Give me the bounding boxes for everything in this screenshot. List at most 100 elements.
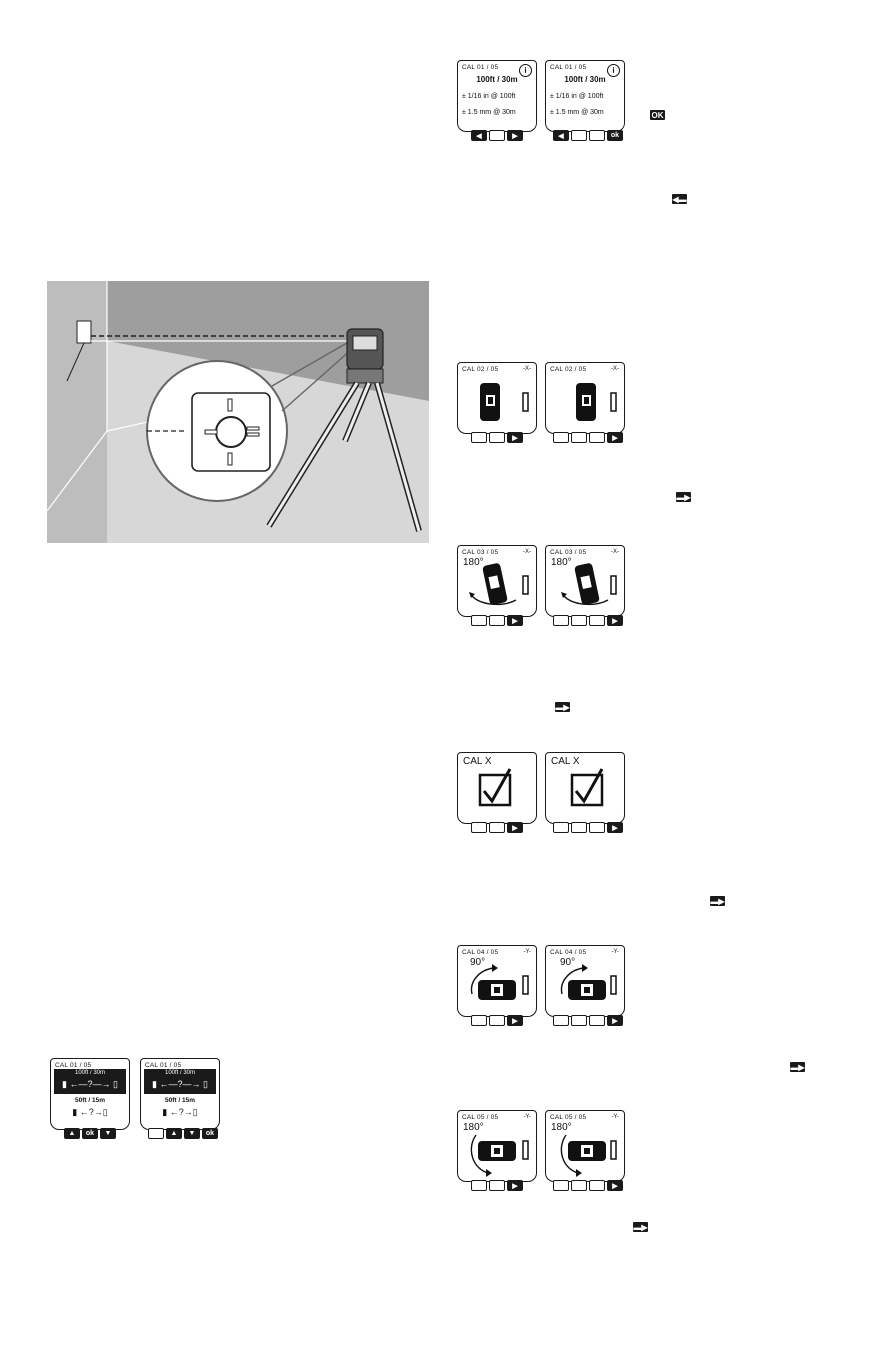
blank-button[interactable] xyxy=(589,1180,605,1191)
rotation-degrees: 180° xyxy=(551,557,572,568)
right-arrow-button[interactable]: ▶ xyxy=(507,130,523,141)
menu-button[interactable] xyxy=(553,1015,569,1026)
blank-button[interactable] xyxy=(571,1180,587,1191)
left-arrow-button[interactable]: ◀ xyxy=(553,130,569,141)
rotate-laser-icon xyxy=(470,964,529,1000)
right-arrow-button[interactable]: ▶ xyxy=(607,432,623,443)
blank-button[interactable] xyxy=(571,1015,587,1026)
rotation-degrees: 90° xyxy=(470,957,486,968)
blank-button[interactable] xyxy=(571,822,587,833)
screen-header: CAL 05 / 05 xyxy=(462,1114,499,1121)
short-distance-label[interactable]: 50ft / 15m xyxy=(75,1097,105,1104)
blank-button[interactable] xyxy=(489,1015,505,1026)
info-icon: i xyxy=(519,64,532,77)
blank-button[interactable] xyxy=(589,1015,605,1026)
accuracy-metric: ± 1.5 mm @ 30m xyxy=(462,109,516,116)
menu-button[interactable] xyxy=(553,432,569,443)
short-distance-label[interactable]: 50ft / 15m xyxy=(165,1097,195,1104)
rotation-degrees: 180° xyxy=(463,1122,484,1133)
axis-label: -X- xyxy=(611,366,619,372)
axis-label: -X- xyxy=(523,549,531,555)
ok-button[interactable]: ok xyxy=(607,130,623,141)
down-arrow-button[interactable]: ▼ xyxy=(184,1128,200,1139)
blank-button[interactable] xyxy=(571,130,587,141)
option-long-distance[interactable]: 100ft / 30m ▮ ←—?—→ ▯ xyxy=(54,1069,126,1094)
menu-button[interactable] xyxy=(553,615,569,626)
axis-label: -X- xyxy=(611,549,619,555)
lcd-screen-accuracy-alt: CAL 01 / 05 i 100ft / 30m ± 1/16 in @ 10… xyxy=(545,60,625,142)
cal-title: CAL X xyxy=(463,756,492,767)
blank-button[interactable] xyxy=(471,432,487,443)
right-arrow-button[interactable]: ▶ xyxy=(507,1180,523,1191)
option-long-distance[interactable]: 100ft / 30m ▮ ←—?—→ ▯ xyxy=(144,1069,216,1094)
menu-button[interactable] xyxy=(553,1180,569,1191)
axis-label: -X- xyxy=(523,366,531,372)
menu-button[interactable] xyxy=(553,822,569,833)
lcd-screen-cal02-alt: CAL 02 / 05 -X- ▶ xyxy=(545,362,625,444)
rotate-laser-icon xyxy=(470,1134,529,1177)
blank-button[interactable] xyxy=(589,432,605,443)
blank-button[interactable] xyxy=(471,1180,487,1191)
inline-next-arrow-icon: ▬▶ xyxy=(710,896,725,906)
left-arrow-button[interactable]: ◀ xyxy=(471,130,487,141)
right-arrow-button[interactable]: ▶ xyxy=(607,822,623,833)
cal-title: CAL X xyxy=(551,756,580,767)
screen-header: CAL 03 / 05 xyxy=(462,549,499,556)
blank-button[interactable] xyxy=(589,130,605,141)
distance-arrow-icon: ▮ ←?→▯ xyxy=(162,1107,198,1117)
right-arrow-button[interactable]: ▶ xyxy=(607,1015,623,1026)
laser-unit-icon xyxy=(480,383,529,421)
blank-button[interactable] xyxy=(471,1015,487,1026)
right-arrow-button[interactable]: ▶ xyxy=(507,822,523,833)
blank-button[interactable] xyxy=(589,615,605,626)
screen-header: CAL 01 / 05 xyxy=(145,1062,182,1069)
blank-button[interactable] xyxy=(571,432,587,443)
blank-button[interactable] xyxy=(489,130,505,141)
lcd-screen-cal03-alt: CAL 03 / 05 -X- 180° ▶ xyxy=(545,545,625,627)
lcd-screen-accuracy: CAL 01 / 05 i 100ft / 30m ± 1/16 in @ 10… xyxy=(457,60,537,142)
inline-next-arrow-icon: ▬▶ xyxy=(555,702,570,712)
ok-button[interactable]: ok xyxy=(82,1128,98,1139)
inline-next-arrow-icon: ▬▶ xyxy=(676,492,691,502)
distance-arrow-icon: ▮ ←—?—→ ▯ xyxy=(152,1079,208,1089)
down-arrow-button[interactable]: ▼ xyxy=(100,1128,116,1139)
lcd-screen-cal05-alt: CAL 05 / 05 -Y- 180° ▶ xyxy=(545,1110,625,1192)
right-arrow-button[interactable]: ▶ xyxy=(607,615,623,626)
right-arrow-button[interactable]: ▶ xyxy=(507,1015,523,1026)
axis-label: -Y- xyxy=(523,949,531,955)
long-distance-label: 100ft / 30m xyxy=(74,1070,106,1076)
calibration-setup-illustration xyxy=(47,281,429,543)
blank-button[interactable] xyxy=(489,432,505,443)
blank-button[interactable] xyxy=(489,1180,505,1191)
ok-button[interactable]: ok xyxy=(202,1128,218,1139)
lcd-screen-distance-select: CAL 01 / 05 100ft / 30m ▮ ←—?—→ ▯ 50ft /… xyxy=(50,1058,130,1140)
blank-button[interactable] xyxy=(571,615,587,626)
right-arrow-button[interactable]: ▶ xyxy=(507,432,523,443)
distance-arrow-icon: ▮ ←—?—→ ▯ xyxy=(62,1079,118,1089)
inline-next-arrow-icon: ▬▶ xyxy=(790,1062,805,1072)
inline-next-arrow-icon: ▬▶ xyxy=(633,1222,648,1232)
inline-ok-icon: OK xyxy=(650,110,665,120)
lcd-screen-distance-select-alt: CAL 01 / 05 100ft / 30m ▮ ←—?—→ ▯ 50ft /… xyxy=(140,1058,220,1140)
blank-button[interactable] xyxy=(589,822,605,833)
blank-button[interactable] xyxy=(471,822,487,833)
lcd-screen-cal-x-complete-alt: CAL X ▶ xyxy=(545,752,625,834)
lcd-screen-cal02: CAL 02 / 05 -X- ▶ xyxy=(457,362,537,444)
lcd-screen-cal03: CAL 03 / 05 -X- 180° ▶ xyxy=(457,545,537,627)
right-arrow-button[interactable]: ▶ xyxy=(607,1180,623,1191)
menu-button[interactable] xyxy=(148,1128,164,1139)
range-label: 100ft / 30m xyxy=(564,75,606,84)
blank-button[interactable] xyxy=(489,822,505,833)
blank-button[interactable] xyxy=(489,615,505,626)
right-arrow-button[interactable]: ▶ xyxy=(507,615,523,626)
screen-header: CAL 01 / 05 xyxy=(462,64,499,71)
up-arrow-button[interactable]: ▲ xyxy=(166,1128,182,1139)
axis-label: -Y- xyxy=(611,1114,619,1120)
up-arrow-button[interactable]: ▲ xyxy=(64,1128,80,1139)
screen-header: CAL 01 / 05 xyxy=(55,1062,92,1069)
rotation-degrees: 180° xyxy=(463,557,484,568)
info-icon: i xyxy=(607,64,620,77)
blank-button[interactable] xyxy=(471,615,487,626)
screen-header: CAL 04 / 05 xyxy=(550,949,587,956)
range-label: 100ft / 30m xyxy=(476,75,518,84)
